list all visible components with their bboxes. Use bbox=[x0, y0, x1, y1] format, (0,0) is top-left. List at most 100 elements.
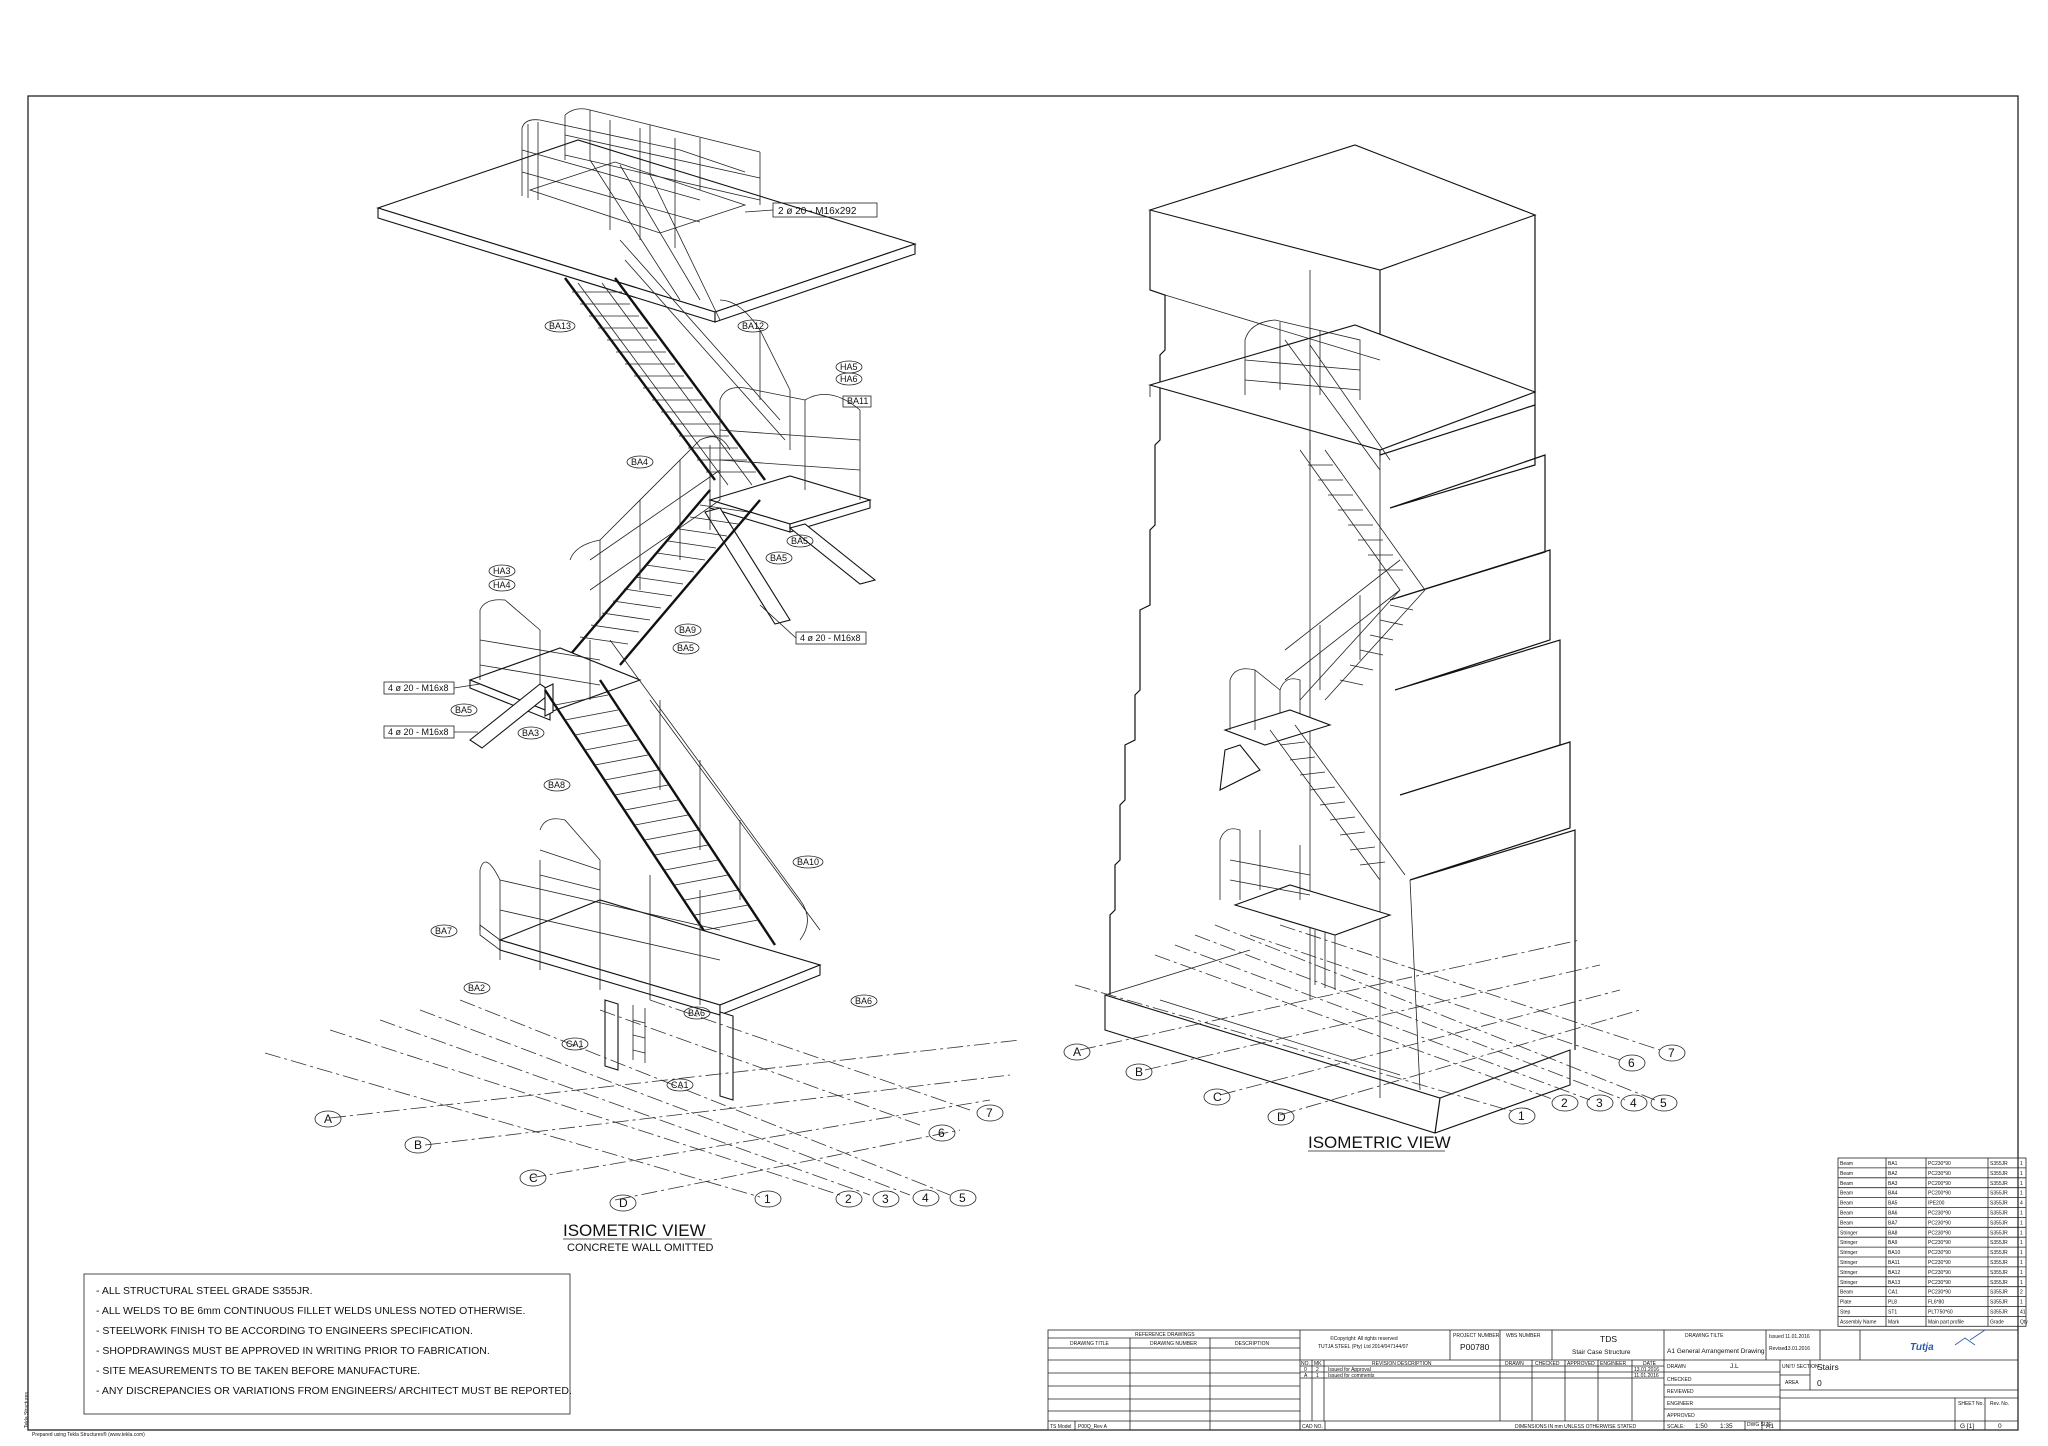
svg-text:MK: MK bbox=[1314, 1361, 1322, 1367]
parts-list-cell: 1 bbox=[2020, 1220, 2023, 1226]
parts-list-cell: 2 bbox=[2020, 1290, 2023, 1296]
svg-text:HA3: HA3 bbox=[493, 566, 511, 576]
parts-list-header-cell: Main part profile bbox=[1928, 1319, 1964, 1325]
svg-text:BA12: BA12 bbox=[742, 321, 764, 331]
svg-text:7: 7 bbox=[986, 1106, 993, 1120]
svg-text:ENGINEER: ENGINEER bbox=[1667, 1401, 1694, 1407]
parts-list-cell: S355JR bbox=[1990, 1181, 2008, 1187]
svg-text:Issued for comments: Issued for comments bbox=[1328, 1373, 1375, 1379]
landing-middle bbox=[468, 599, 642, 749]
parts-list-cell: 41 bbox=[2020, 1310, 2026, 1316]
svg-text:1:50: 1:50 bbox=[1695, 1423, 1708, 1430]
side-text: Tekla Structures bbox=[24, 1392, 30, 1428]
parts-list-cell: 1 bbox=[2020, 1211, 2023, 1217]
right-grid-lines bbox=[1074, 924, 1661, 1116]
svg-text:WBS NUMBER: WBS NUMBER bbox=[1506, 1333, 1541, 1339]
svg-text:5: 5 bbox=[1660, 1096, 1667, 1110]
svg-text:4 ø 20 - M16x8: 4 ø 20 - M16x8 bbox=[800, 633, 861, 643]
parts-list-cell: S355JR bbox=[1990, 1290, 2008, 1296]
svg-text:BA9: BA9 bbox=[679, 625, 696, 635]
parts-list-cell: S355JR bbox=[1990, 1280, 2008, 1286]
parts-list-cell: PC230*90 bbox=[1928, 1171, 1951, 1177]
parts-list-header-cell: Assembly Name bbox=[1840, 1319, 1877, 1325]
note-1: - ALL STRUCTURAL STEEL GRADE S355JR. bbox=[96, 1285, 312, 1297]
svg-text:BA6: BA6 bbox=[688, 1008, 705, 1018]
parts-list-cell: PC230*90 bbox=[1928, 1240, 1951, 1246]
note-6: - ANY DISCREPANCIES OR VARIATIONS FROM E… bbox=[96, 1385, 572, 1397]
svg-text:BA7: BA7 bbox=[435, 926, 452, 936]
parts-list-cell: Plate bbox=[1840, 1300, 1852, 1306]
svg-text:C: C bbox=[529, 1171, 538, 1185]
svg-text:DRAWN: DRAWN bbox=[1505, 1361, 1524, 1367]
svg-text:4: 4 bbox=[922, 1191, 929, 1205]
svg-text:BA3: BA3 bbox=[522, 728, 539, 738]
svg-text:D: D bbox=[1277, 1110, 1286, 1124]
parts-list-cell: PC230*90 bbox=[1928, 1211, 1951, 1217]
flight-middle bbox=[569, 436, 761, 666]
company-logo: Tutja bbox=[1910, 1342, 1934, 1353]
svg-text:BA13: BA13 bbox=[549, 321, 571, 331]
parts-list-cell: BA8 bbox=[1888, 1230, 1898, 1236]
parts-list-cell: BA2 bbox=[1888, 1171, 1898, 1177]
parts-list-cell: S355JR bbox=[1990, 1310, 2008, 1316]
svg-text:APPROVED: APPROVED bbox=[1567, 1361, 1595, 1367]
parts-list-cell: PLT750*60 bbox=[1928, 1310, 1953, 1316]
parts-list-cell: PC230*90 bbox=[1928, 1270, 1951, 1276]
svg-text:13.01.2016: 13.01.2016 bbox=[1634, 1367, 1659, 1373]
left-grid-lines bbox=[264, 999, 1021, 1201]
right-isometric-view: A B C D 1 2 3 4 5 6 7 ISOMETRIC VIEW bbox=[1063, 144, 1686, 1152]
svg-text:ENGINEER: ENGINEER bbox=[1600, 1361, 1627, 1367]
svg-text:D: D bbox=[619, 1196, 628, 1210]
parts-list-cell: 1 bbox=[2020, 1161, 2023, 1167]
parts-list-cell: Stringer bbox=[1840, 1260, 1858, 1266]
parts-list-cell: 1 bbox=[2020, 1240, 2023, 1246]
svg-text:2: 2 bbox=[845, 1192, 852, 1206]
tower-stairs bbox=[1219, 449, 1426, 990]
svg-text:1: 1 bbox=[1518, 1109, 1525, 1123]
parts-list-cell: S355JR bbox=[1990, 1250, 2008, 1256]
svg-text:3: 3 bbox=[882, 1192, 889, 1206]
general-notes: - ALL STRUCTURAL STEEL GRADE S355JR. - A… bbox=[83, 1273, 572, 1415]
parts-list-cell: PC200*90 bbox=[1928, 1191, 1951, 1197]
tower-upper-guardrail bbox=[1244, 319, 1391, 471]
left-grid-bubbles: A B C D 1 2 3 4 5 6 7 bbox=[314, 1104, 1004, 1212]
parts-list-cell: PC200*90 bbox=[1928, 1181, 1951, 1187]
svg-text:REVIEWED: REVIEWED bbox=[1667, 1389, 1694, 1395]
parts-list-cell: FL6*80 bbox=[1928, 1300, 1944, 1306]
parts-list-cell: BA11 bbox=[1888, 1260, 1900, 1266]
parts-list-cell: PC230*90 bbox=[1928, 1161, 1951, 1167]
right-grid-bubbles: A B C D 1 2 3 4 5 6 7 bbox=[1063, 1043, 1686, 1126]
left-part-marks: BA13 BA12 HA5 HA6 BA11 BA4 BA5 BA5 HA3 H… bbox=[430, 319, 878, 1092]
svg-text:DIMENSIONS IN mm UNLESS OTHERW: DIMENSIONS IN mm UNLESS OTHERWISE STATED bbox=[1515, 1424, 1637, 1430]
parts-list-cell: Beam bbox=[1840, 1220, 1853, 1226]
note-5: - SITE MEASUREMENTS TO BE TAKEN BEFORE M… bbox=[96, 1365, 420, 1377]
parts-list-cell: Beam bbox=[1840, 1171, 1853, 1177]
parts-list-cell: Beam bbox=[1840, 1191, 1853, 1197]
parts-list-cell: 1 bbox=[2020, 1260, 2023, 1266]
right-view-title: ISOMETRIC VIEW bbox=[1308, 1133, 1451, 1152]
svg-text:0: 0 bbox=[1998, 1423, 2002, 1430]
svg-text:1: 1 bbox=[764, 1192, 771, 1206]
parts-list-header-cell: Mark bbox=[1888, 1319, 1900, 1325]
parts-list-cell: Beam bbox=[1840, 1290, 1853, 1296]
footer-small: Prepared using Tekla Structures® (www.te… bbox=[32, 1431, 145, 1438]
svg-text:B: B bbox=[1135, 1065, 1143, 1079]
svg-text:CA1: CA1 bbox=[671, 1080, 689, 1090]
parts-list-cell: PC230*90 bbox=[1928, 1280, 1951, 1286]
parts-list-cell: S355JR bbox=[1990, 1260, 2008, 1266]
parts-list-cell: S355JR bbox=[1990, 1220, 2008, 1226]
svg-text:DESCRIPTION: DESCRIPTION bbox=[1235, 1341, 1270, 1347]
svg-text:A: A bbox=[1073, 1045, 1081, 1059]
svg-text:G [1]: G [1] bbox=[1960, 1423, 1974, 1430]
svg-text:A1: A1 bbox=[1766, 1423, 1774, 1430]
svg-text:BA11: BA11 bbox=[847, 396, 868, 406]
svg-text:TS Model: TS Model bbox=[1050, 1424, 1071, 1430]
parts-list-cell: ST1 bbox=[1888, 1310, 1897, 1316]
svg-text:4: 4 bbox=[1630, 1096, 1637, 1110]
parts-list-cell: CA1 bbox=[1888, 1290, 1898, 1296]
svg-text:2: 2 bbox=[1316, 1367, 1319, 1373]
parts-list-cell: BA6 bbox=[1888, 1211, 1898, 1217]
parts-list-cell: 1 bbox=[2020, 1230, 2023, 1236]
